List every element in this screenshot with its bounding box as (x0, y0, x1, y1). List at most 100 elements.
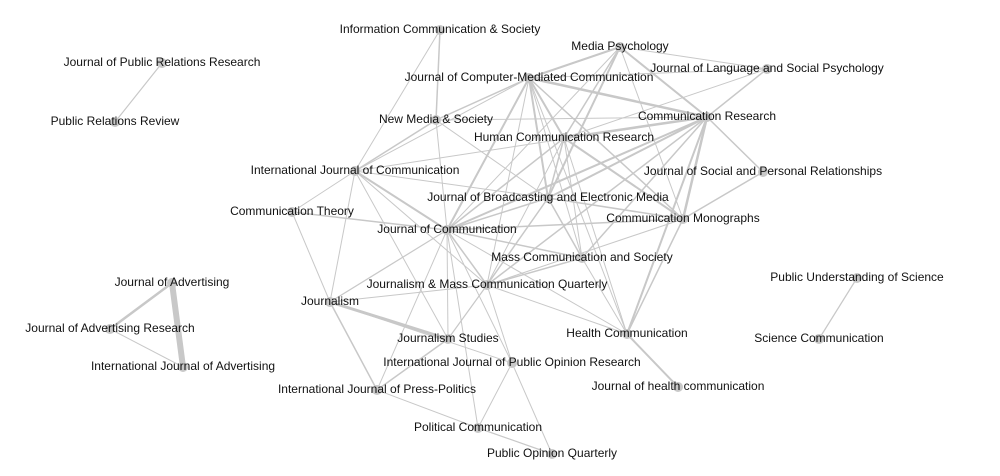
node-label-mp: Media Psychology (571, 39, 668, 53)
node-ija[interactable] (178, 362, 188, 372)
node-pus[interactable] (852, 273, 862, 283)
edge-journ-ct (291, 211, 331, 303)
node-layer (105, 25, 862, 459)
edge-joc-hc (446, 229, 628, 335)
node-ct[interactable] (287, 207, 297, 217)
edge-ijpp-pc (376, 389, 479, 429)
node-poq[interactable] (547, 449, 557, 459)
node-hcr[interactable] (559, 133, 569, 143)
edge-journ-joc (329, 229, 448, 303)
node-label-nms: New Media & Society (379, 112, 493, 126)
node-label-ct: Communication Theory (230, 204, 354, 218)
edge-layer (108, 29, 858, 455)
edge-jmcq-cr (486, 116, 708, 286)
edge-cm-hc (626, 218, 684, 335)
node-js[interactable] (443, 334, 453, 344)
node-ijpor[interactable] (507, 358, 517, 368)
edge-joc-nms (435, 119, 448, 231)
node-label-hc: Health Communication (566, 326, 687, 340)
edge-cr-nms (435, 116, 708, 121)
node-label-cr: Communication Research (638, 109, 776, 123)
edge-journ-jmcq (329, 284, 488, 303)
edge-joc-jcmc (446, 77, 530, 231)
edge-cm-hcr (563, 137, 684, 220)
edge-js-ijpp (376, 338, 449, 391)
edge-jobem-jcmc (528, 77, 549, 199)
node-label-jlsp: Journal of Language and Social Psycholog… (650, 61, 884, 75)
node-ijpp[interactable] (372, 385, 382, 395)
node-cm[interactable] (678, 214, 688, 224)
node-jmcq[interactable] (482, 280, 492, 290)
edge-jcmc-jlsp (528, 68, 768, 79)
node-cr[interactable] (702, 112, 712, 122)
node-pc[interactable] (473, 423, 483, 433)
edge-joc-ijoc (354, 170, 448, 231)
node-label-poq: Public Opinion Quarterly (487, 446, 617, 460)
node-jspr[interactable] (758, 167, 768, 177)
node-joc[interactable] (442, 225, 452, 235)
node-label-jspr: Journal of Social and Personal Relations… (644, 164, 882, 178)
edge-mcs-jobem (547, 197, 583, 259)
node-prr[interactable] (110, 117, 120, 127)
node-jprr[interactable] (157, 58, 167, 68)
node-ics[interactable] (435, 25, 445, 35)
edge-journ-ijoc (329, 170, 356, 303)
node-mcs[interactable] (577, 253, 587, 263)
edge-poq-ijpor (511, 362, 553, 455)
edge-ijoc-ct (291, 170, 356, 213)
node-label-ija: International Journal of Advertising (91, 359, 275, 373)
edge-nms-ijoc (354, 119, 437, 172)
node-mp[interactable] (615, 42, 625, 52)
edge-cr-hc (626, 116, 708, 335)
edge-hcr-jlsp (563, 68, 768, 139)
edge-mp-jlsp (619, 46, 768, 70)
node-ja[interactable] (167, 278, 177, 288)
node-label-ijoc: International Journal of Communication (251, 163, 460, 177)
edge-jmcq-ijoc (354, 170, 488, 286)
edge-ja-jar (108, 281, 174, 331)
edge-cr-jspr (706, 116, 764, 173)
node-label-jmcq: Journalism & Mass Communication Quarterl… (367, 277, 608, 291)
node-ijoc[interactable] (350, 166, 360, 176)
edge-ijpor-joc (446, 229, 513, 364)
node-jcmc[interactable] (524, 73, 534, 83)
node-jlsp[interactable] (762, 64, 772, 74)
node-journ[interactable] (325, 297, 335, 307)
edge-joc-mp (446, 46, 621, 231)
node-jar[interactable] (105, 324, 115, 334)
edge-cm-cr (681, 115, 709, 221)
edge-js-ijoc (354, 170, 449, 340)
node-sc[interactable] (814, 334, 824, 344)
node-jhc[interactable] (673, 382, 683, 392)
edge-ijpor-jmcq (486, 284, 513, 364)
node-label-ja: Journal of Advertising (115, 275, 230, 289)
edge-ijpp-joc (376, 229, 448, 391)
node-label-jobem: Journal of Broadcasting and Electronic M… (427, 190, 669, 204)
edge-joc-ct (291, 211, 448, 231)
edge-hc-jhc (626, 333, 679, 388)
node-label-jhc: Journal of health communication (592, 379, 765, 393)
edge-jcmc-hc (528, 77, 628, 335)
edge-jprr-prr (114, 62, 163, 123)
label-layer: Information Communication & SocietyMedia… (25, 22, 944, 460)
node-label-journ: Journalism (301, 294, 359, 308)
node-label-jar: Journal of Advertising Research (25, 321, 194, 335)
edge-jcmc-ijoc (354, 77, 530, 172)
node-nms[interactable] (431, 115, 441, 125)
node-label-pus: Public Understanding of Science (770, 270, 944, 284)
edge-journ-ijpp (329, 301, 378, 391)
node-jobem[interactable] (543, 193, 553, 203)
edge-jobem-mp (547, 46, 621, 199)
edge-js-joc (446, 229, 449, 340)
edge-hcr-mp (563, 46, 621, 139)
edge-pc-joc (446, 229, 479, 429)
edge-jobem-ijoc (354, 170, 549, 199)
edge-mcs-cr (581, 116, 708, 259)
edge-joc-cr (446, 116, 708, 231)
node-label-jprr: Journal of Public Relations Research (64, 55, 261, 69)
node-label-joc: Journal of Communication (377, 222, 516, 236)
node-hc[interactable] (622, 329, 632, 339)
edge-cr-jcmc (527, 76, 709, 119)
edge-jmcq-jobem (486, 197, 549, 286)
edge-hcr-jcmc (528, 77, 565, 139)
